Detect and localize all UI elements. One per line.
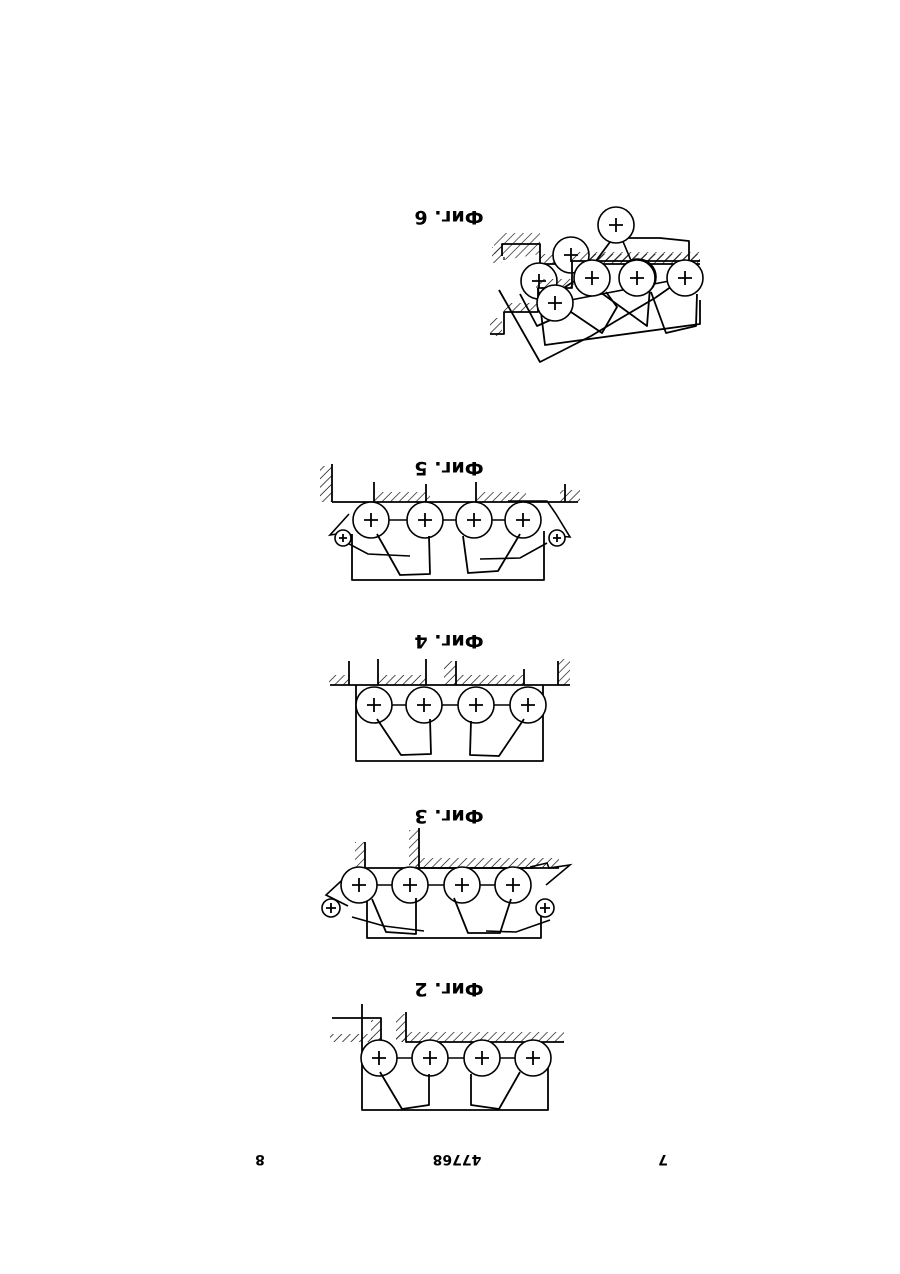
figure-3-caption: Фиг. 3 [414, 805, 483, 827]
figure-4-caption: Фиг. 4 [414, 630, 483, 652]
figure-3: Фиг. 3 [322, 805, 570, 938]
figure-2-caption: Фиг. 2 [414, 978, 483, 1000]
figure-5-drawing [320, 464, 580, 580]
figure-3-drawing [322, 828, 570, 938]
patent-number: 47768 [433, 1151, 482, 1167]
figure-4-drawing [329, 659, 570, 761]
page-number-left: 7 [658, 1151, 668, 1167]
figure-6-caption: Фиг. 6 [414, 206, 483, 228]
figure-2-drawing [330, 1004, 564, 1110]
page-number-right: 8 [255, 1151, 265, 1167]
figure-5-caption: Фиг. 5 [414, 457, 483, 479]
figure-2: Фиг. 2 [330, 978, 564, 1110]
figure-4: Фиг. 4 [329, 630, 570, 761]
figure-5: Фиг. 5 [320, 457, 580, 580]
page-header: 7 47768 8 [255, 1151, 668, 1167]
